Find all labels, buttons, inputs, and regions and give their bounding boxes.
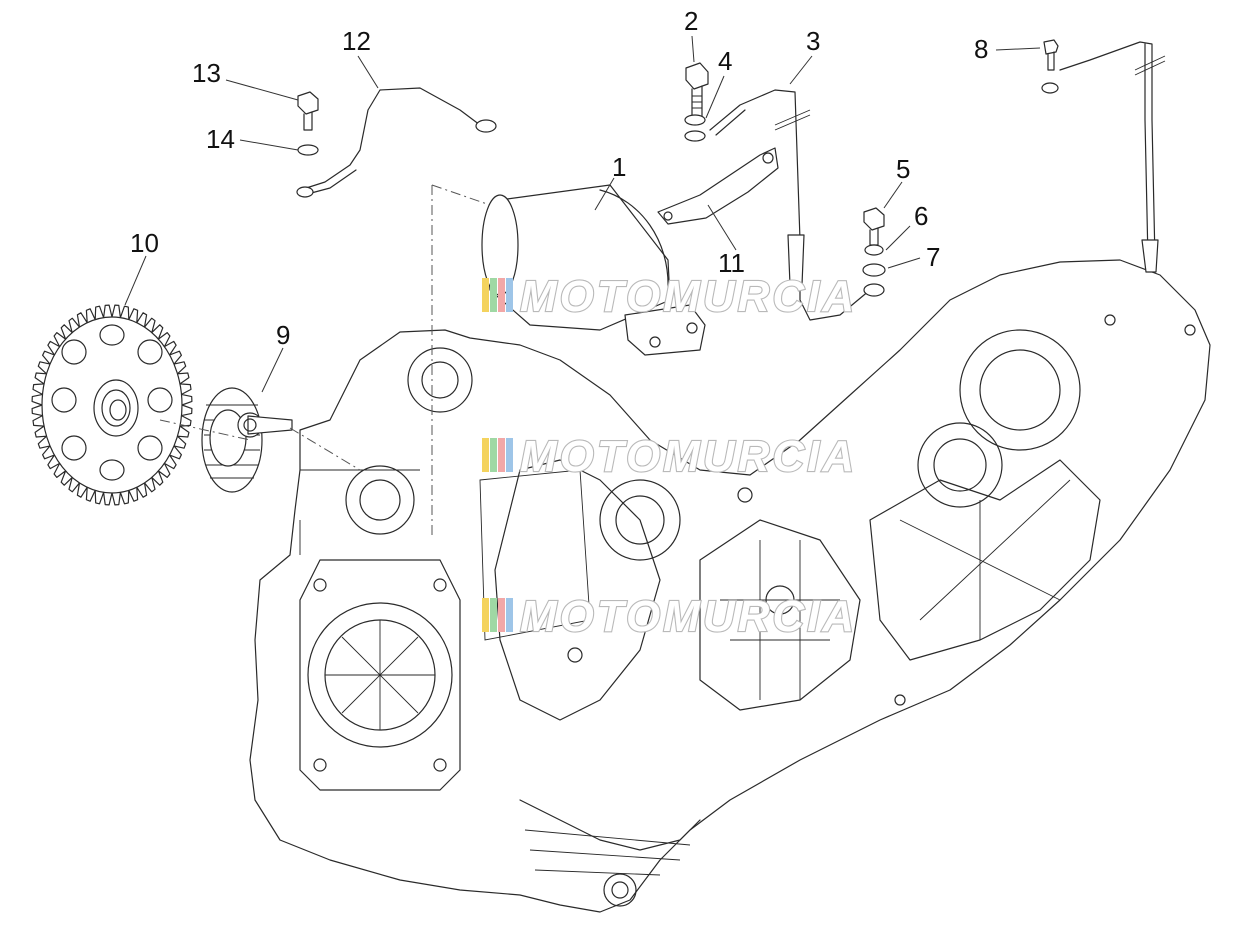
ground-cable [1041,41,1166,273]
watermark-stripe [506,278,513,312]
watermark-stripe [506,598,513,632]
callout-3: 3 [806,26,820,56]
watermark-stripe [498,598,505,632]
watermark-text: MOTOMURCIA [520,432,857,481]
callout-9: 9 [276,320,290,350]
washer-7 [862,263,886,277]
watermark-1: MOTOMURCIA [482,271,857,322]
callout-1: 1 [612,152,626,182]
bolt-5 [863,207,885,246]
watermark-stripe [482,438,489,472]
bolt-2 [685,62,709,119]
callout-10: 10 [130,228,159,258]
callout-6: 6 [914,201,928,231]
watermark-stripe [490,438,497,472]
watermark-stripe [490,598,497,632]
callout-14: 14 [206,124,235,154]
ground-lead-12 [296,87,497,198]
callout-12: 12 [342,26,371,56]
bolt-13 [297,91,319,131]
bolt-8 [1043,39,1059,71]
starter-gear-10 [31,304,193,506]
intermediate-gear-9 [201,387,293,493]
watermark-stripe [482,278,489,312]
watermark-3: MOTOMURCIA [482,591,857,642]
watermark-2: MOTOMURCIA [482,431,857,482]
watermark-text: MOTOMURCIA [520,272,857,321]
watermark-stripe [498,278,505,312]
bracket-plate [657,147,779,225]
starter-cable-3 [709,89,885,321]
callout-2: 2 [684,6,698,36]
watermark-stripe [498,438,505,472]
washer-4 [684,114,706,142]
washer-6 [864,244,884,256]
callout-13: 13 [192,58,221,88]
assembly-centerline [431,184,491,535]
callout-8: 8 [974,34,988,64]
callout-11: 11 [718,248,745,278]
leader-lines [124,35,1041,393]
crankcase [249,259,1211,913]
watermark-text: MOTOMURCIA [520,592,857,641]
callout-5: 5 [896,154,910,184]
watermark-stripe [506,438,513,472]
callout-4: 4 [718,46,732,76]
gear-axis-line [159,419,361,471]
watermark-stripe [482,598,489,632]
washer-14 [297,144,319,156]
callout-7: 7 [926,242,940,272]
watermark-stripe [490,278,497,312]
